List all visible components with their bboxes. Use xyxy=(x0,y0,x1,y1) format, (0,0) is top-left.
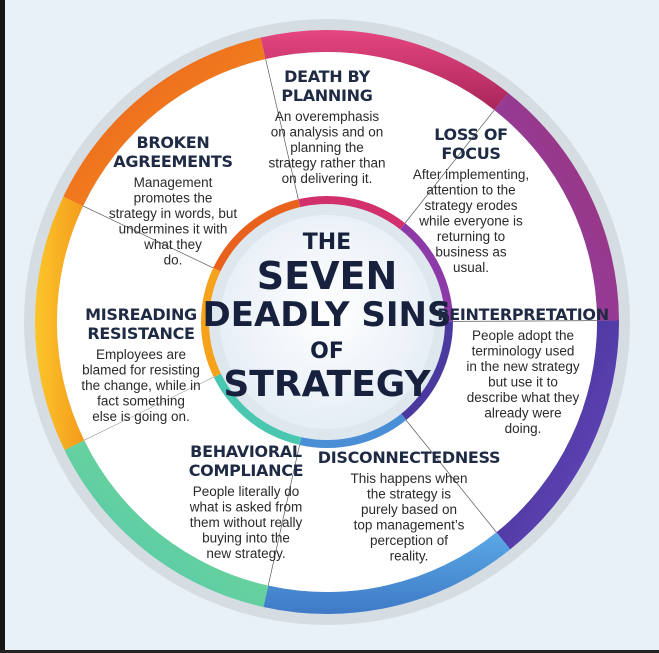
segment-divider xyxy=(83,205,214,269)
segment-description-line: already were xyxy=(484,406,561,421)
segment-outer-band-death-by-planning xyxy=(35,196,85,451)
segment-description-line: describe what they xyxy=(467,390,580,405)
segment-description-line: promotes the xyxy=(134,191,213,206)
segment-description-line: strategy erodes xyxy=(424,198,517,213)
center-deadly-sins: DEADLY SINS xyxy=(203,295,452,335)
segment-description-line: perception of xyxy=(370,533,448,548)
segment-description-line: on analysis and on xyxy=(271,125,384,140)
segment-panel-broken-agreements xyxy=(84,373,302,586)
segment-panel-reinterpretation xyxy=(265,52,495,230)
segment-title: PLANNING xyxy=(281,86,372,105)
segment-panel-misreading-resistance xyxy=(268,413,497,592)
segment-description-line: purely based on xyxy=(361,502,457,517)
diagram-stage: THE SEVEN DEADLY SINS OF STRATEGY DEATH … xyxy=(5,0,659,653)
segment-title: LOSS OF xyxy=(434,125,508,144)
frame-bottom-edge xyxy=(0,650,659,653)
segment-divider xyxy=(404,109,495,224)
segment-description-line: new strategy. xyxy=(206,546,285,561)
segment-description-line: attention to the xyxy=(426,183,515,198)
sins-wheel: THE SEVEN DEADLY SINS OF STRATEGY DEATH … xyxy=(24,19,630,625)
center-hub: THE SEVEN DEADLY SINS OF STRATEGY xyxy=(203,204,452,440)
segment-title: COMPLIANCE xyxy=(189,461,304,480)
segment-description-line: reality. xyxy=(390,549,429,564)
center-strategy: STRATEGY xyxy=(223,364,431,405)
segment-outer-band-behavioral-compliance xyxy=(496,320,620,550)
frame-left-edge xyxy=(0,0,5,653)
segment-description-line: the strategy is xyxy=(367,487,451,502)
segment-description-line: else is going on. xyxy=(92,409,190,424)
segment-outer-band-reinterpretation xyxy=(260,30,508,111)
segment-divider xyxy=(267,444,300,586)
segment-description-line: People adopt the xyxy=(472,328,574,343)
segment-description-line: strategy in words, but xyxy=(109,206,238,221)
segment-title: BEHAVIORAL xyxy=(190,442,302,461)
segment-divider xyxy=(405,419,497,533)
segment-outer-band-misreading-resistance xyxy=(263,532,511,614)
segment-description-line: but use it to xyxy=(488,375,558,390)
segment-description-line: People literally do xyxy=(193,484,300,499)
segment-description-line: while everyone is xyxy=(418,214,523,229)
segment-divider xyxy=(265,58,299,200)
segment-description-line: terminology used xyxy=(472,344,575,359)
segment-description-line: do. xyxy=(164,253,183,268)
segment-title: MISREADING xyxy=(85,305,197,324)
segment-title: RESISTANCE xyxy=(87,324,194,343)
segment-description-line: what is asked from xyxy=(189,500,303,515)
segment-description-line: what they xyxy=(143,237,202,252)
segment-description-line: Management xyxy=(134,175,213,190)
segment-description-line: buying into the xyxy=(202,531,290,546)
center-of: OF xyxy=(310,339,344,364)
center-the: THE xyxy=(303,230,351,255)
segment-description-line: on delivering it. xyxy=(282,171,373,186)
segment-description-line: top management’s xyxy=(354,518,465,533)
segment-description-line: This happens when xyxy=(350,471,467,486)
segment-outer-band-disconnectedness xyxy=(494,92,619,321)
segment-description-line: planning the xyxy=(290,140,364,155)
segment-description-line: strategy rather than xyxy=(268,156,385,171)
segment-description-line: After implementing, xyxy=(413,167,529,182)
segment-description-line: blamed for resisting xyxy=(82,363,200,378)
segment-title: DEATH BY xyxy=(284,67,370,86)
segment-description-line: in the new strategy xyxy=(466,359,580,374)
segment-title: FOCUS xyxy=(441,144,500,163)
segment-title: DISCONNECTEDNESS xyxy=(318,448,501,467)
segment-divider xyxy=(452,320,597,322)
segment-description-line: usual. xyxy=(453,260,489,275)
segment-outer-band-broken-agreements xyxy=(64,440,269,607)
segment-panel-disconnectedness xyxy=(400,110,597,322)
segment-panel-death-by-planning xyxy=(57,206,221,441)
segment-label-reinterpretation: REINTERPRETATION People adopt theterminol… xyxy=(437,305,609,436)
segment-description-line: doing. xyxy=(505,421,542,436)
segment-panel-loss-of-focus xyxy=(83,59,301,272)
center-seven: SEVEN xyxy=(257,254,398,298)
segment-title: REINTERPRETATION xyxy=(437,305,609,324)
segment-description-line: fact something xyxy=(97,394,185,409)
segment-title: BROKEN xyxy=(136,133,209,152)
segment-description-line: them without really xyxy=(190,515,303,530)
segment-description-line: business as xyxy=(435,245,507,260)
segment-description-line: undermines it with xyxy=(119,222,228,237)
segment-description-line: returning to xyxy=(437,229,505,244)
segment-title: AGREEMENTS xyxy=(113,152,232,171)
segment-description-line: Employees are xyxy=(96,347,186,362)
segment-description-line: An overemphasis xyxy=(275,109,380,124)
segment-description-line: the change, while in xyxy=(81,378,200,393)
segment-outer-band-loss-of-focus xyxy=(63,37,266,207)
segment-panel-behavioral-compliance xyxy=(401,320,597,533)
